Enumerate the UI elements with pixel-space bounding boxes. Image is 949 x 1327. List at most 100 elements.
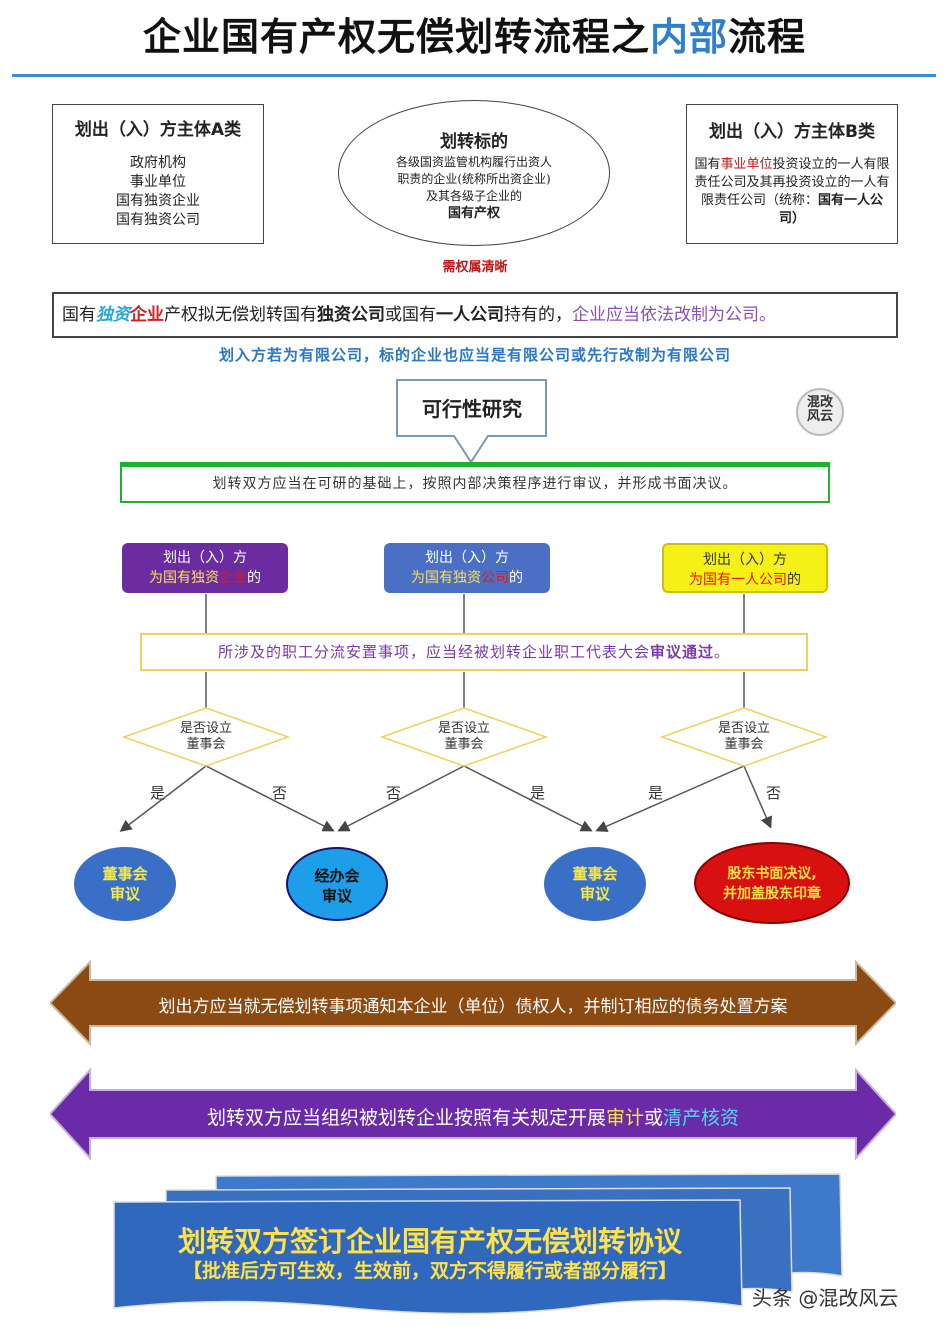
entity-b-highlight: 事业单位 [720,157,773,172]
no-label: 否 [766,784,782,802]
decision-text-3: 是否设立董事会 [660,721,828,753]
target-line-bold: 国有产权 [447,206,500,221]
pill-text: 的 [787,572,801,588]
page-title: 企业国有产权无偿划转流程之内部流程 [0,6,949,61]
audit-text-part: 或 [644,1107,664,1129]
entity-a-item: 国有独资公司 [116,212,200,228]
audit-arrow [50,1068,896,1160]
decision-text-1: 是否设立董事会 [122,721,290,753]
board-decision-diamond-1 [122,707,290,767]
agreement-title: 划转双方签订企业国有产权无偿划转协议 [177,1225,682,1258]
staff-note-text: 所涉及的职工分流安置事项，应当经被划转企业职工代表大会 [217,643,650,661]
rule-text: 国有 [62,305,96,325]
agreement-document-shape [113,1173,843,1315]
entity-b-bold: 国有一人公司） [778,193,884,226]
rule-text: 持有的， [504,305,572,325]
creditor-notice-text: 划出方应当就无偿划转事项通知本企业（单位）债权人，并制订相应的债务处置方案 [158,997,788,1017]
decision-line: 董事会 [724,737,764,752]
decision-line: 是否设立 [717,721,770,736]
flow-connectors [119,594,772,832]
pill-text: 的 [509,570,523,586]
title-rule [12,74,936,77]
target-line: 职责的企业(统称所出资企业) [397,172,551,186]
target-line: 各级国资监管机构履行出资人 [395,155,552,169]
pill-text: 为国有独资 [149,570,219,586]
node-line: 董事会 [572,865,618,883]
decision-line: 董事会 [186,737,226,752]
node-line: 股东书面决议, [727,866,817,882]
pill-highlight: 企业 [219,570,247,586]
rule-bold: 一人公司 [436,305,504,325]
creditor-notice-arrow [50,960,896,1046]
yes-label: 是 [648,784,664,802]
pill-line: 划出（入）方 [163,550,247,566]
logo-text: 风云 [806,409,833,424]
board-decision-diamond-3 [660,707,828,767]
entity-a-item: 政府机构 [130,155,186,171]
node-line: 经办会 [314,867,360,885]
logo-text: 混改 [806,395,833,410]
entity-a-heading: 划出（入）方主体A类 [74,120,242,140]
feasibility-arrow-shape [396,379,547,464]
pill-line: 划出（入）方 [425,550,509,566]
staff-note-box: 所涉及的职工分流安置事项，应当经被划转企业职工代表大会审议通过。 [140,633,808,671]
entity-b-box: 划出（入）方主体B类 国有事业单位投资设立的一人有限责任公司及其再投资设立的一人… [686,104,898,244]
entity-a-list: 政府机构 事业单位 国有独资企业 国有独资公司 [53,154,263,230]
target-ellipse: 划转标的 各级国资监管机构履行出资人 职责的企业(统称所出资企业) 及其各级子企… [338,100,610,246]
conversion-rule-box: 国有独资企业产权拟无偿划转国有独资公司或国有一人公司持有的，企业应当依法改制为公… [52,292,898,338]
decision-line: 是否设立 [437,721,490,736]
target-line: 及其各级子企业的 [425,189,522,203]
node-line: 审议 [109,885,140,903]
decision-line: 是否设立 [179,721,232,736]
decision-line: 董事会 [444,737,484,752]
party-type-one-person-company: 划出（入）方 为国有一人公司的 [662,543,828,593]
entity-b-text: 国有 [694,157,721,172]
target-heading: 划转标的 [440,132,508,152]
audit-text-part: 划转双方应当组织被划转企业按照有关规定开展 [206,1107,606,1129]
party-type-wholly-owned-company: 划出（入）方 为国有独资公司的 [384,543,550,593]
node-line: 并加盖股东印章 [723,886,821,902]
review-note-box: 划转双方应当在可研的基础上，按照内部决策程序进行审议，并形成书面决议。 [120,467,830,503]
pill-highlight: 公司 [481,570,509,586]
shareholder-resolution-node: 股东书面决议, 并加盖股东印章 [694,842,850,924]
node-line: 董事会 [102,865,148,883]
staff-note-text: 。 [714,643,731,661]
agreement-condition: 【批准后方可生效，生效前，双方不得履行或者部分履行】 [182,1260,677,1282]
pill-text: 的 [247,570,261,586]
board-review-node: 董事会审议 [74,847,176,921]
entity-b-text: 投资设立的一人有限责任公司及其再投资设立的一人有限责任公司（统称： [694,157,890,208]
board-review-node: 董事会审议 [544,847,646,921]
green-rule [120,462,830,467]
pill-text: 为国有一人公司 [689,572,787,588]
entity-b-desc: 国有事业单位投资设立的一人有限责任公司及其再投资设立的一人有限责任公司（统称：国… [687,156,897,228]
ownership-note: 需权属清晰 [442,260,508,275]
audit-highlight: 审计 [605,1107,644,1129]
yes-label: 是 [150,784,166,802]
brand-logo: 混改风云 [796,388,844,436]
yes-label: 是 [530,784,546,802]
rule-conclusion: 企业应当依法改制为公司。 [572,305,776,325]
management-review-node: 经办会审议 [286,847,388,921]
title-highlight: 内部 [649,15,728,59]
decision-text-2: 是否设立董事会 [380,721,548,753]
pill-text: 为国有独资 [411,570,481,586]
pill-line: 划出（入）方 [703,552,787,568]
rule-text: 产权拟无偿划转国有 [164,305,317,325]
node-line: 审议 [579,885,610,903]
staff-note-bold: 审议通过 [649,643,714,661]
no-label: 否 [272,784,288,802]
audit-highlight: 清产核资 [663,1107,740,1129]
rule-text: 或国有 [385,305,436,325]
node-line: 审议 [321,887,352,905]
target-desc: 各级国资监管机构履行出资人 职责的企业(统称所出资企业) 及其各级子企业的 国有… [339,154,609,222]
entity-b-heading: 划出（入）方主体B类 [709,122,875,142]
title-part1: 企业国有产权无偿划转流程之 [142,15,650,59]
rule-highlight: 独资 [96,305,130,325]
rule-highlight: 企业 [130,305,164,325]
board-decision-diamond-2 [380,707,548,767]
audit-text: 划转双方应当组织被划转企业按照有关规定开展审计或清产核资 [50,1103,896,1130]
party-type-wholly-owned-enterprise: 划出（入）方 为国有独资企业的 [122,543,288,593]
llc-note: 划入方若为有限公司，标的企业也应当是有限公司或先行改制为有限公司 [218,346,731,364]
watermark: 头条 @混改风云 [752,1286,899,1310]
feasibility-label: 可行性研究 [422,397,522,421]
